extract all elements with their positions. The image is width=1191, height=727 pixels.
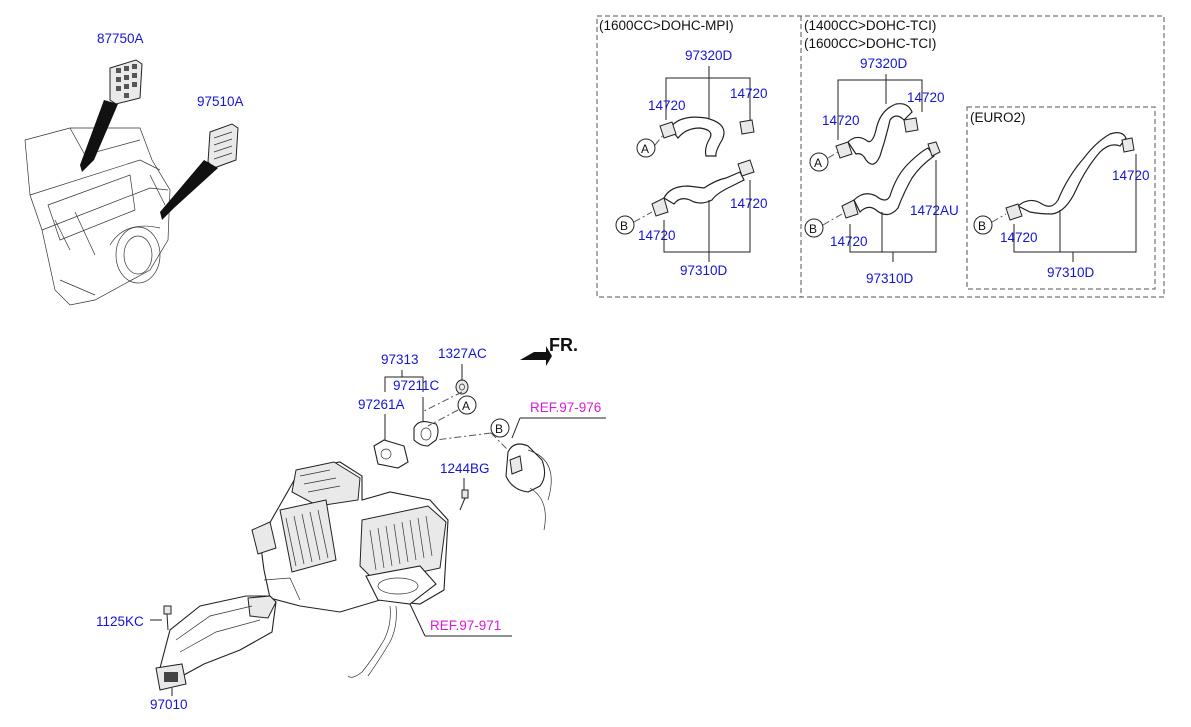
- euro2-clamp-r-label: 14720: [1112, 168, 1150, 183]
- tci-fitting-label: 1472AU: [910, 203, 959, 218]
- label-97211C: 97211C: [393, 378, 440, 393]
- rear-vent-87750A: [80, 59, 143, 172]
- label-97313: 97313: [381, 352, 419, 367]
- mpi-clamp-ur-label: 14720: [730, 86, 768, 101]
- mpi-lower-hose-label: 97310D: [680, 263, 728, 278]
- mpi-clamp-ul-label: 14720: [648, 98, 686, 113]
- bolt-1244BG: [459, 489, 469, 511]
- mpi-marker-a: A: [641, 142, 649, 156]
- label-1244BG: 1244BG: [440, 461, 490, 476]
- grommet-1327AC: [455, 379, 469, 395]
- screw-1125KC: [163, 605, 172, 631]
- panel-mpi-header: (1600CC>DOHC-MPI): [599, 18, 734, 33]
- label-1327AC: 1327AC: [438, 346, 487, 361]
- drain-hose: [347, 605, 397, 678]
- hose-connector-ref-976: [505, 443, 552, 531]
- panel-mpi: (1600CC>DOHC-MPI) 97320D 14720 14720 A B…: [599, 18, 768, 278]
- gasket-97261A: [373, 439, 409, 469]
- label-97010: 97010: [150, 697, 188, 712]
- vehicle-illustration: [24, 127, 171, 306]
- ref-97-971[interactable]: REF.97-971: [430, 618, 501, 633]
- ref-97-976[interactable]: REF.97-976: [530, 400, 601, 415]
- panel-tci-header-1: (1400CC>DOHC-TCI): [804, 18, 936, 33]
- svg-text:B: B: [495, 422, 503, 436]
- euro2-marker-b: B: [978, 219, 986, 233]
- euro2-clamp-l-label: 14720: [1000, 230, 1038, 245]
- marker-a-main: A: [421, 391, 477, 427]
- tci-marker-a: A: [814, 156, 822, 170]
- tci-clamp-ur-label: 14720: [907, 90, 945, 105]
- label-97510A: 97510A: [197, 94, 244, 109]
- panel-euro2: (EURO2) B 14720 14720 97310D: [970, 110, 1150, 280]
- gasket-97211C: [413, 421, 439, 447]
- marker-b-main: B: [435, 418, 511, 453]
- tci-marker-b: B: [809, 222, 817, 236]
- label-87750A: 87750A: [97, 31, 144, 46]
- euro2-lower-hose-label: 97310D: [1047, 265, 1095, 280]
- tci-clamp-ul-label: 14720: [822, 113, 860, 128]
- hvac-unit: [251, 461, 449, 613]
- panel-euro2-header: (EURO2): [970, 110, 1026, 125]
- duct-97010: [155, 595, 277, 691]
- label-97261A: 97261A: [358, 397, 405, 412]
- label-1125KC: 1125KC: [96, 614, 144, 629]
- hose-variants-box: [596, 15, 1165, 298]
- panel-tci-header-2: (1600CC>DOHC-TCI): [804, 36, 936, 51]
- panel-tci: (1400CC>DOHC-TCI) (1600CC>DOHC-TCI) 9732…: [804, 18, 959, 286]
- tci-lower-hose-label: 97310D: [866, 271, 914, 286]
- front-arrow: FR.: [520, 335, 578, 366]
- front-direction-label: FR.: [549, 335, 578, 355]
- side-vent-97510A: [160, 123, 239, 220]
- mpi-clamp-lr-label: 14720: [730, 196, 768, 211]
- mpi-clamp-ll-label: 14720: [638, 228, 676, 243]
- tci-upper-hose-label: 97320D: [860, 56, 908, 71]
- mpi-upper-hose-label: 97320D: [685, 48, 733, 63]
- mpi-marker-b: B: [620, 219, 628, 233]
- svg-text:A: A: [462, 399, 470, 413]
- tci-clamp-ll-label: 14720: [830, 234, 868, 249]
- callouts-top-assembly: 97313 1327AC 97211C 97261A: [358, 346, 487, 440]
